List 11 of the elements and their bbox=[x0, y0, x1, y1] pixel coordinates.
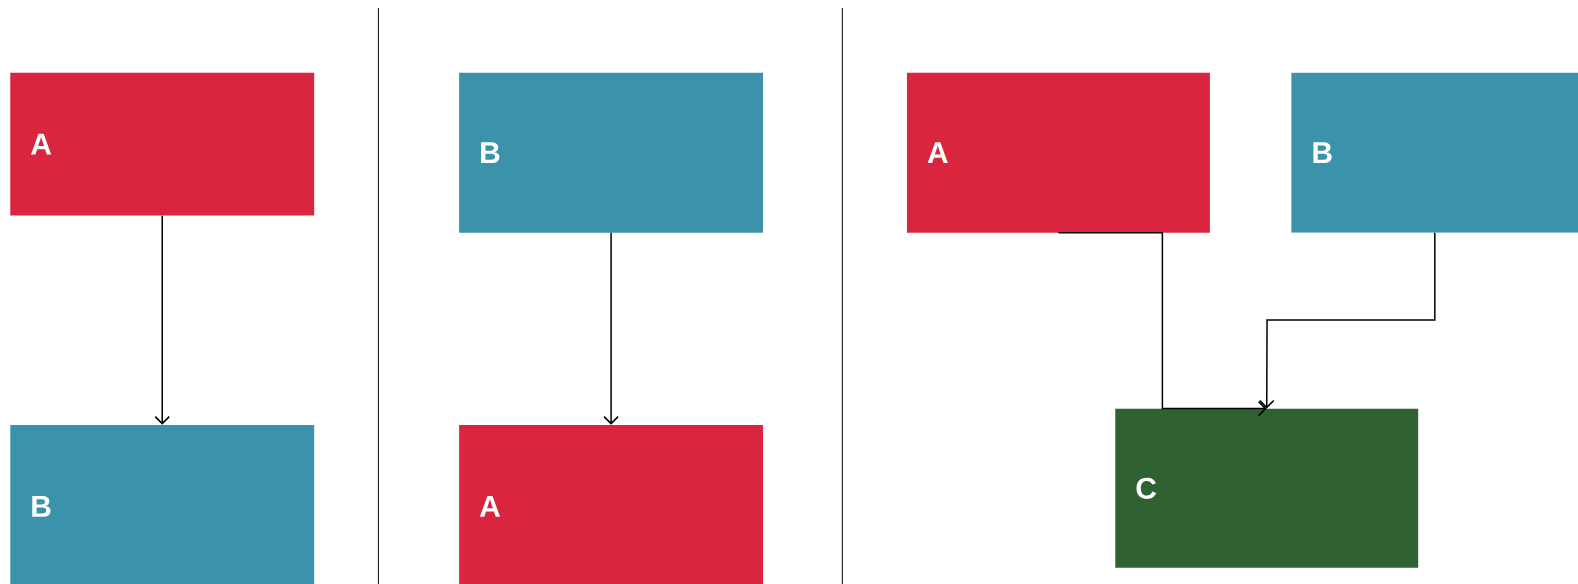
arrow bbox=[603, 232, 619, 425]
colored-box: B bbox=[1291, 72, 1578, 233]
colored-box: B bbox=[10, 424, 315, 584]
colored-box: B bbox=[459, 72, 764, 233]
colored-box: C bbox=[1115, 408, 1419, 568]
colored-box: A bbox=[10, 72, 315, 216]
arrow bbox=[1258, 232, 1436, 409]
arrow bbox=[1057, 232, 1267, 417]
colored-box: A bbox=[906, 72, 1210, 233]
colored-box: A bbox=[459, 424, 764, 584]
arrow bbox=[154, 215, 171, 425]
